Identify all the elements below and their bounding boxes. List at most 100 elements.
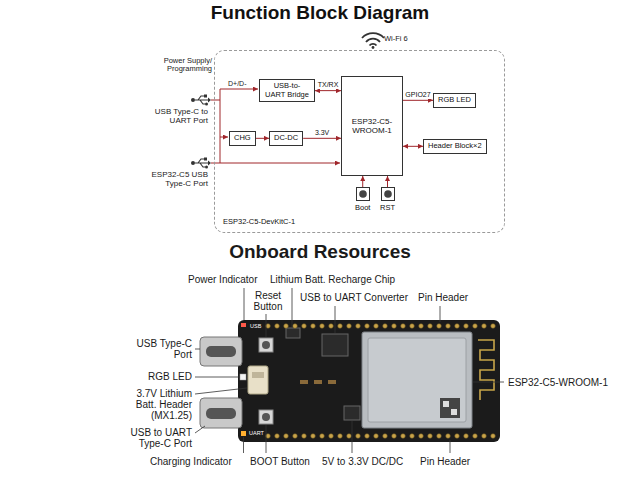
header-pin — [284, 324, 289, 329]
signal-connector — [303, 138, 341, 139]
wifi-icon — [362, 33, 384, 49]
header-pin — [455, 434, 460, 439]
wire — [211, 100, 220, 101]
block-box: CHG — [229, 131, 256, 146]
header-pin — [473, 434, 478, 439]
header-pin — [446, 434, 451, 439]
charging-led — [241, 431, 246, 436]
button-symbol — [356, 187, 370, 201]
part-label: Reset Button — [250, 290, 286, 312]
header-pin — [275, 434, 280, 439]
node-text: Header Block×2 — [428, 142, 482, 151]
wifi-arc — [370, 44, 377, 46]
leader-line — [243, 437, 244, 453]
part-label: 5V to 3.3V DC/DC — [322, 456, 403, 467]
silkscreen-text: UART — [249, 430, 264, 436]
signal-connector — [403, 146, 423, 147]
board-illustration — [200, 320, 500, 442]
header-pin — [302, 324, 307, 329]
header-pin — [383, 324, 388, 329]
button-cap — [359, 190, 367, 198]
resistor — [328, 380, 336, 384]
header-pin — [293, 324, 298, 329]
header-pin — [392, 324, 397, 329]
button-cap — [262, 341, 270, 349]
header-pin — [383, 434, 388, 439]
reset-button — [259, 338, 273, 352]
wire — [220, 89, 221, 163]
leader-line — [195, 426, 205, 433]
leader-line — [450, 440, 451, 453]
signal-connector — [315, 90, 341, 91]
button-cap — [262, 413, 270, 421]
part-label: USB to UART Type-C Port — [118, 427, 192, 449]
header-pin — [275, 324, 280, 329]
header-pin — [329, 324, 334, 329]
header-pin — [419, 324, 424, 329]
header-pin — [293, 434, 298, 439]
resistor — [300, 380, 308, 384]
header-pin — [446, 324, 451, 329]
header-pin — [338, 434, 343, 439]
block-box: USB-to-UART Bridge — [259, 79, 315, 102]
wifi-arc — [362, 33, 384, 38]
pin-headers — [266, 324, 496, 439]
header-pin — [419, 434, 424, 439]
leader-line — [244, 288, 245, 320]
header-pin — [410, 324, 415, 329]
rgb-led — [240, 374, 246, 380]
part-label: RGB LED — [128, 371, 192, 382]
header-pin — [428, 434, 433, 439]
header-pin — [437, 324, 442, 329]
node-text: RGB LED — [438, 96, 471, 105]
part-label: Pin Header — [420, 456, 470, 467]
header-pin — [401, 434, 406, 439]
button-frame — [381, 188, 394, 201]
push-button: Boot — [355, 187, 370, 213]
signal-label: GPIO27 — [404, 91, 431, 99]
node-text: Boot — [355, 204, 370, 213]
header-pin — [356, 324, 361, 329]
node-text: USB-to-UART Bridge — [264, 82, 310, 99]
header-pin — [311, 324, 316, 329]
leader-line — [266, 314, 267, 337]
signal-connector — [403, 100, 433, 101]
button-symbol — [381, 187, 395, 201]
part-label: D+/D- — [228, 80, 246, 88]
wire — [220, 89, 258, 90]
module-box: ESP32-C5-WROOM-1 — [341, 76, 403, 176]
wire — [220, 137, 228, 138]
header-pin — [473, 324, 478, 329]
part-label: USB Type-C to UART Port — [148, 108, 208, 126]
usb-c-connector — [200, 337, 242, 366]
dcdc-chip — [344, 406, 360, 420]
part-label: ESP32-C5 USB Type-C Port — [148, 171, 208, 189]
block-box: Header Block×2 — [423, 139, 487, 154]
part-label: Pin Header — [418, 292, 468, 303]
header-pin — [428, 324, 433, 329]
wifi-arc — [366, 39, 380, 42]
wroom-module — [362, 332, 472, 428]
header-pin — [338, 324, 343, 329]
header-pin — [284, 434, 289, 439]
signal-connector — [256, 138, 269, 139]
header-pin — [320, 434, 325, 439]
header-pin — [374, 434, 379, 439]
leader-line — [195, 377, 239, 378]
part-label: 3.7V Lithium Batt. Header (MX1.25) — [118, 388, 192, 421]
button-frame — [356, 188, 369, 201]
usb-uart-chip — [322, 334, 348, 356]
pcb — [238, 320, 500, 442]
power-led — [241, 323, 246, 327]
node-text: DC-DC — [274, 134, 298, 143]
header-pin — [311, 434, 316, 439]
board-outline: ESP32-C5-DevKitC-1USB-to-UART BridgeCHGD… — [214, 50, 505, 233]
part-label: Lithium Batt. Recharge Chip — [270, 274, 395, 285]
diagram-title: Function Block Diagram — [0, 3, 640, 24]
qr-code-mark — [443, 401, 449, 407]
part-label: Power Supply/ Programming — [150, 57, 212, 74]
antenna-trace — [478, 340, 494, 400]
